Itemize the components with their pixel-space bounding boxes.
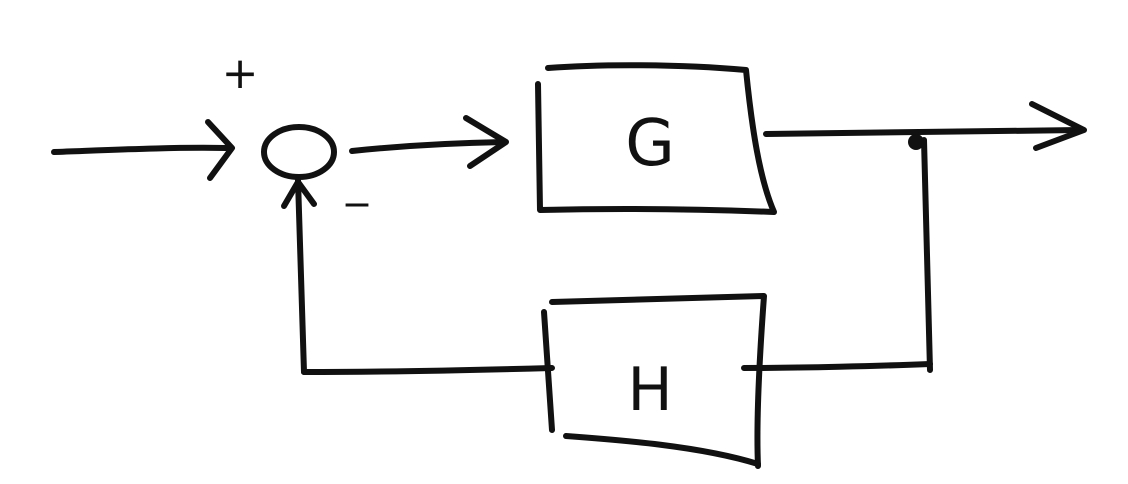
summing-junction bbox=[261, 124, 337, 180]
branch-point bbox=[908, 134, 924, 150]
block-h: H bbox=[541, 293, 767, 469]
feedback-arrow-up bbox=[281, 177, 317, 375]
output-arrow bbox=[763, 101, 1087, 151]
input-arrow bbox=[51, 119, 235, 181]
feedback-path-from-h bbox=[301, 365, 555, 375]
feedback-path-right bbox=[921, 137, 933, 373]
block-g: G bbox=[535, 62, 777, 215]
plus-sign-label: + bbox=[222, 48, 259, 99]
block-h-label: H bbox=[627, 355, 672, 425]
feedback-path-to-h bbox=[741, 361, 933, 371]
junction-to-g-arrow bbox=[349, 115, 509, 169]
minus-sign-label: _ bbox=[345, 156, 369, 207]
block-g-label: G bbox=[625, 107, 675, 181]
